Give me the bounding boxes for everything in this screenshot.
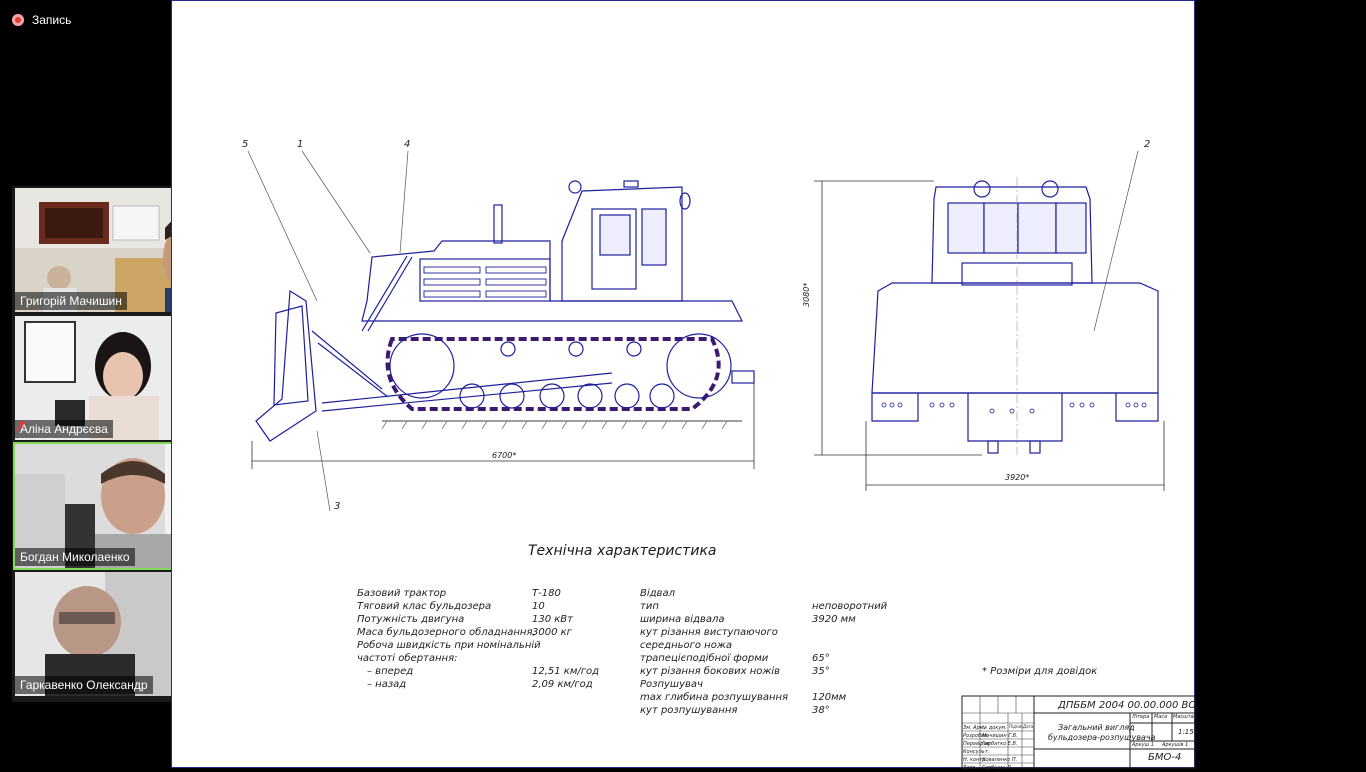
callout-label: 4: [404, 139, 411, 150]
technical-drawing: [247, 150, 1196, 769]
stamp-designation: БМО-4: [1148, 752, 1182, 763]
participant-name: Григорій Мачишин: [15, 292, 127, 310]
callout-label: 3: [334, 501, 341, 512]
recording-indicator[interactable]: Запись: [12, 11, 71, 29]
participant-name: Гаркавенко Олександр: [15, 676, 153, 694]
callout-label: 2: [1144, 139, 1151, 150]
stamp-sign-header: Підпис: [1009, 724, 1024, 729]
stamp-code: ДПББМ 2004 00.00.000 ВО: [1058, 700, 1197, 711]
spec-title: Технічна характеристика: [528, 543, 717, 559]
stamp-date-header: Дата: [1023, 724, 1034, 729]
stamp-header: Маса: [1154, 714, 1168, 720]
spec-left-labels: Базовий трактор Тяговий клас бульдозера …: [357, 588, 541, 690]
dimensions-note: * Розміри для довідок: [982, 666, 1098, 677]
shared-screen-drawing: 5 1 4 2 3 6700* 3080* 3920* Технічна хар…: [171, 0, 1197, 771]
participant-name: Аліна Андрєєва: [15, 420, 113, 438]
callout-label: 1: [297, 139, 304, 150]
dimension-height: 3080*: [802, 282, 811, 307]
dimension-width: 3920*: [1005, 473, 1030, 482]
mic-muted-icon: [15, 420, 27, 432]
spec-right-values: неповоротний 3920 мм 65° 35° 120мм 38°: [812, 601, 888, 716]
stamp-sheets: Аркушів 1: [1162, 742, 1189, 748]
stamp-title-2: бульдозера-розпушувача: [1048, 733, 1156, 742]
stamp-header: Масштаб: [1173, 714, 1197, 720]
stamp-sheet: Аркуш 1: [1132, 742, 1154, 748]
stamp-title-1: Загальний вигляд: [1058, 723, 1135, 732]
callout-label: 5: [242, 139, 249, 150]
recording-label: Запись: [32, 13, 72, 27]
participant-name: Богдан Миколаенко: [15, 548, 135, 566]
stamp-header: Літера: [1132, 714, 1150, 720]
stamp-scale: 1:15: [1178, 728, 1194, 736]
stamp-names: № докум. Мачишин Г.В. Гарбатко Е.В. Кова…: [982, 725, 1018, 771]
spec-right-labels: Відвал тип ширина відвала кут різання ви…: [640, 588, 789, 716]
spec-left-values: Т-180 10 130 кВт 3000 кг 12,51 км/год 2,…: [532, 588, 600, 690]
dimension-length: 6700*: [492, 451, 517, 460]
record-icon: [12, 14, 24, 26]
